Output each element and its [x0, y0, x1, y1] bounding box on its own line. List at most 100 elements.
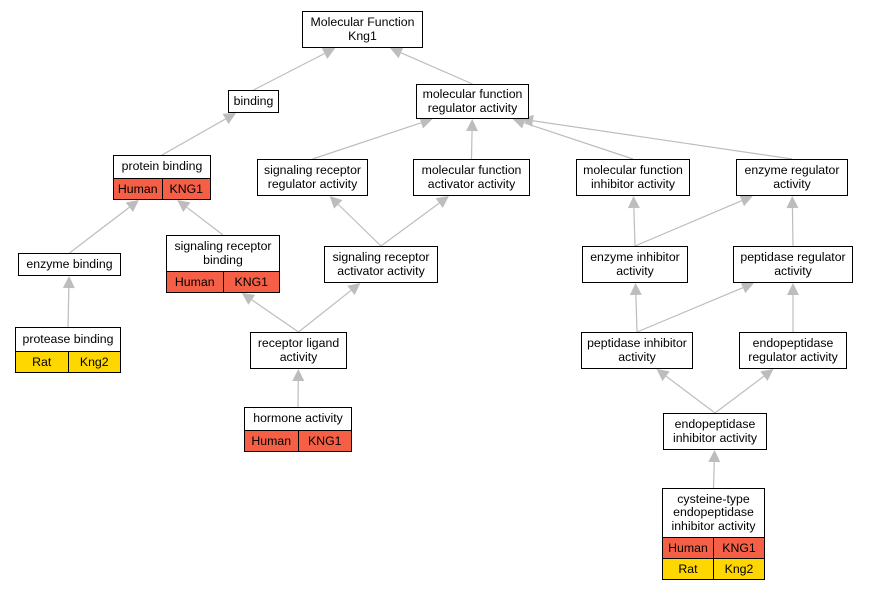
edge-enzyme-inhibitor-to-era — [634, 200, 742, 247]
go-term-label: endopeptidase inhibitor activity — [672, 417, 758, 445]
go-term-label: Molecular Function Kng1 — [310, 15, 415, 43]
arrowhead-icon — [419, 117, 433, 129]
species-cell: Rat — [32, 355, 52, 369]
edge-protease-binding-to-enzyme-binding — [67, 287, 70, 328]
gene-cell: Kng2 — [67, 352, 121, 372]
go-term-endopeptidase-regulator[interactable]: endopeptidase regulator activity — [739, 332, 847, 369]
go-term-peptidase-regulator[interactable]: peptidase regulator activity — [733, 246, 853, 283]
annotation-row-rat: Rat Kng2 — [663, 558, 764, 579]
edge-srra-to-mfra — [312, 122, 422, 160]
edge-endopeptidase-inhibitor-to-peptidase-inhibitor — [665, 375, 716, 414]
edge-peptidase-inhibitor-to-peptidase-regulator — [636, 287, 744, 333]
edge-sraa-to-mfaa — [380, 202, 440, 247]
arrowhead-icon — [760, 369, 774, 382]
annotation-row-human: Human KNG1 — [245, 430, 351, 451]
gene-cell: KNG1 — [713, 538, 764, 558]
species-cell: Rat — [678, 562, 698, 576]
species-cell: Human — [251, 434, 292, 448]
edge-enzyme-inhibitor-to-mfia — [633, 207, 636, 247]
edge-mfra-to-root — [400, 52, 473, 85]
gene-cell: Kng2 — [713, 559, 764, 579]
arrowhead-icon — [435, 196, 449, 208]
arrowhead-icon — [329, 196, 343, 209]
go-term-label: hormone activity — [253, 411, 343, 426]
go-term-label: molecular function inhibitor activity — [583, 163, 683, 191]
go-term-label: protein binding — [121, 159, 203, 174]
go-term-label: molecular function activator activity — [421, 163, 522, 191]
go-term-label: signaling receptor regulator activity — [263, 163, 362, 191]
go-term-label: peptidase inhibitor activity — [587, 336, 687, 364]
go-term-label: cysteine-type endopeptidase inhibitor ac… — [671, 491, 756, 533]
arrowhead-icon — [740, 282, 754, 294]
arrowhead-icon — [125, 200, 139, 213]
go-term-era[interactable]: enzyme regulator activity — [736, 159, 848, 196]
arrowhead-icon — [656, 369, 670, 382]
arrowhead-icon — [292, 369, 305, 382]
go-term-mfia[interactable]: molecular function inhibitor activity — [576, 159, 690, 196]
go-term-label: binding — [233, 93, 274, 108]
edge-protein-binding-to-binding — [161, 118, 226, 156]
go-term-label: molecular function regulator activity — [422, 87, 523, 115]
edge-peptidase-regulator-to-era — [791, 207, 794, 247]
go-term-label: enzyme regulator activity — [744, 163, 840, 191]
go-term-label: endopeptidase regulator activity — [748, 336, 838, 364]
arrowhead-icon — [347, 283, 361, 296]
go-term-enzyme-inhibitor[interactable]: enzyme inhibitor activity — [582, 246, 688, 283]
edge-cysteine-to-endopeptidase-inhibitor — [712, 461, 715, 489]
gene-cell: KNG1 — [161, 179, 211, 199]
arrowhead-icon — [62, 276, 75, 289]
go-term-label: signaling receptor binding — [174, 239, 272, 267]
go-term-label: enzyme inhibitor activity — [590, 250, 680, 278]
go-term-cysteine[interactable]: cysteine-type endopeptidase inhibitor ac… — [662, 488, 765, 580]
go-term-receptor-ligand[interactable]: receptor ligand activity — [250, 332, 347, 369]
go-term-enzyme-binding[interactable]: enzyme binding — [18, 253, 121, 276]
arrowhead-icon — [786, 196, 799, 209]
go-term-mfra[interactable]: molecular function regulator activity — [416, 84, 529, 119]
arrowhead-icon — [629, 283, 642, 296]
go-term-label: peptidase regulator activity — [740, 250, 846, 278]
go-term-label: receptor ligand activity — [257, 336, 340, 364]
go-term-mfaa[interactable]: molecular function activator activity — [413, 159, 530, 196]
edge-mfia-to-mfra — [523, 122, 634, 160]
arrowhead-icon — [466, 119, 479, 132]
edge-era-to-mfra — [532, 120, 793, 160]
annotation-row-rat: Rat Kng2 — [16, 351, 120, 372]
arrowhead-icon — [222, 113, 236, 125]
go-term-label: signaling receptor activator activity — [332, 250, 430, 278]
edge-peptidase-inhibitor-to-enzyme-inhibitor — [635, 294, 638, 333]
edge-receptor-ligand-to-signaling-receptor-binding — [251, 299, 299, 333]
go-term-root[interactable]: Molecular Function Kng1 — [302, 11, 423, 48]
go-term-label: protease binding — [22, 331, 114, 346]
arrowhead-icon — [390, 47, 404, 59]
arrowhead-icon — [627, 196, 640, 209]
go-term-peptidase-inhibitor[interactable]: peptidase inhibitor activity — [581, 332, 693, 369]
annotation-row-human: Human KNG1 — [167, 271, 279, 292]
gene-cell: KNG1 — [297, 431, 352, 451]
annotation-row-human: Human KNG1 — [663, 537, 764, 558]
go-term-endopeptidase-inhibitor[interactable]: endopeptidase inhibitor activity — [663, 413, 767, 450]
gene-cell: KNG1 — [222, 272, 280, 292]
arrowhead-icon — [521, 114, 534, 127]
arrowhead-icon — [739, 195, 753, 207]
edge-enzyme-binding-to-protein-binding — [69, 206, 130, 254]
arrowhead-icon — [177, 200, 191, 213]
arrowhead-icon — [708, 450, 721, 463]
arrowhead-icon — [241, 293, 256, 305]
go-term-sraa[interactable]: signaling receptor activator activity — [324, 246, 438, 283]
arrowhead-icon — [321, 48, 336, 59]
species-cell: Human — [668, 541, 708, 555]
go-term-label: enzyme binding — [26, 256, 113, 271]
go-term-binding[interactable]: binding — [228, 90, 279, 113]
species-cell: Human — [174, 275, 215, 289]
edge-binding-to-root — [253, 52, 325, 91]
edge-receptor-ligand-to-sraa — [298, 289, 352, 333]
go-term-srra[interactable]: signaling receptor regulator activity — [257, 159, 368, 196]
edge-mfaa-to-mfra — [470, 130, 473, 160]
